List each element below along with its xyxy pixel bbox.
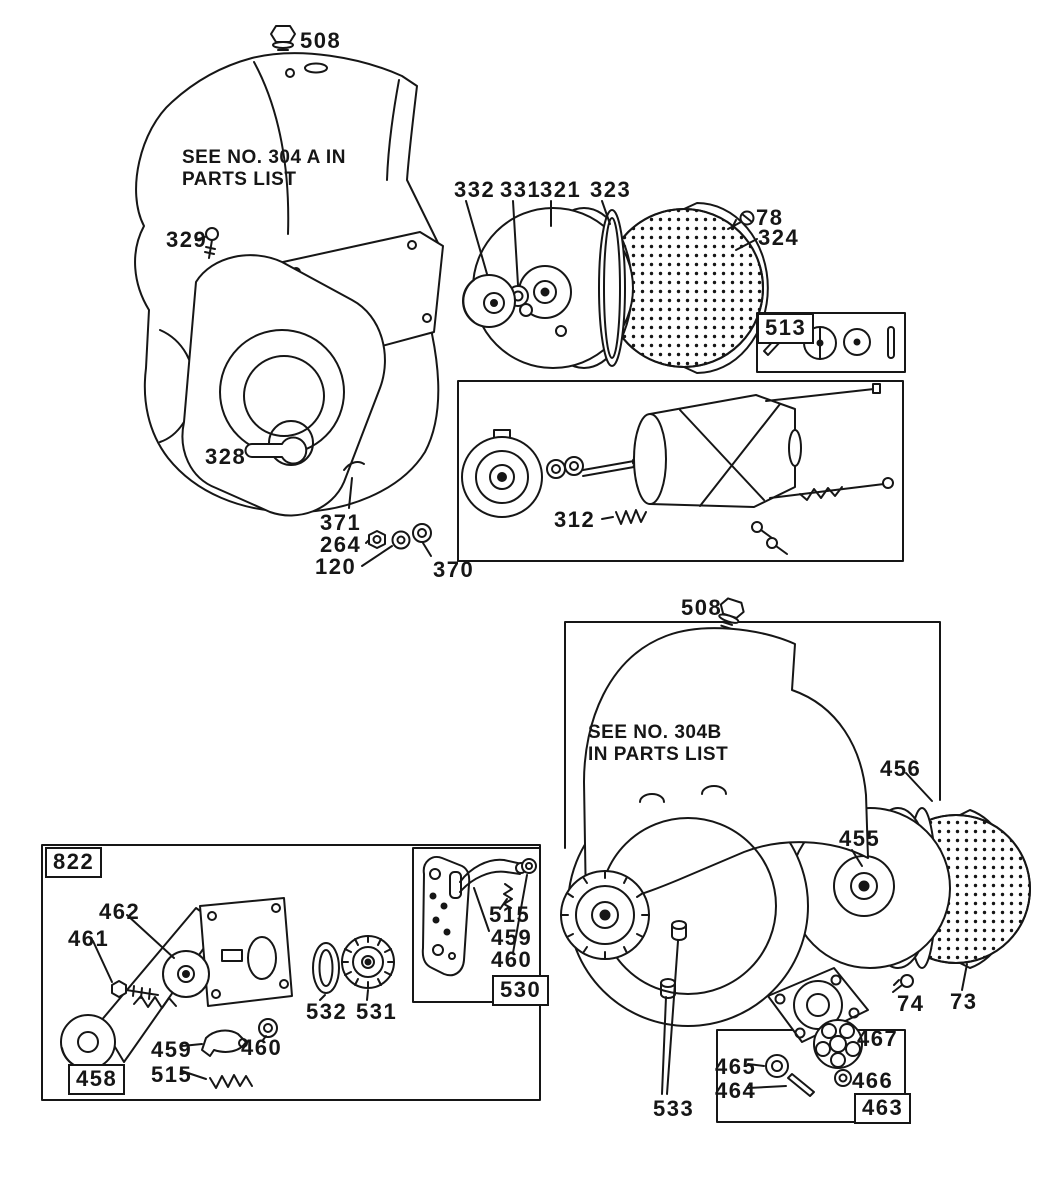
part-label-323: 323	[590, 177, 632, 202]
part-label-264: 264	[320, 532, 362, 557]
part-label-459-plate: 459	[491, 925, 533, 950]
part-label-456: 456	[880, 756, 922, 781]
part-label-467: 467	[857, 1026, 899, 1051]
flywheel-assembly-top	[462, 200, 769, 374]
part-label-371: 371	[320, 510, 362, 535]
part-label-508-bottom: 508	[681, 595, 723, 620]
part-label-515-arm: 515	[151, 1062, 193, 1087]
part-label-73: 73	[950, 989, 978, 1014]
part-label-321: 321	[540, 177, 582, 202]
part-label-329: 329	[166, 227, 208, 252]
note-top-line1: SEE NO. 304 A IN	[182, 147, 346, 168]
box-463	[716, 967, 906, 1123]
group-label-822: 822	[45, 847, 103, 878]
part-label-120: 120	[315, 554, 357, 579]
part-label-464: 464	[715, 1078, 757, 1103]
part-label-312: 312	[554, 507, 596, 532]
part-label-460-plate: 460	[491, 947, 533, 972]
bolt-508-bottom	[718, 597, 745, 630]
group-label-458: 458	[68, 1064, 126, 1095]
group-label-463: 463	[854, 1093, 912, 1124]
part-label-331: 331	[500, 177, 542, 202]
note-bottom-line2: IN PARTS LIST	[588, 744, 729, 765]
group-label-530: 530	[492, 975, 550, 1006]
bolt-508-top	[270, 25, 296, 59]
note-bottom-line1: SEE NO. 304B	[588, 722, 722, 743]
bottom-group-frame	[564, 621, 941, 849]
group-label-513: 513	[757, 313, 815, 344]
part-label-515-plate: 515	[489, 902, 531, 927]
part-label-533: 533	[653, 1096, 695, 1121]
blower-housing-top	[134, 52, 444, 567]
part-label-324: 324	[758, 225, 800, 250]
part-label-532: 532	[306, 999, 348, 1024]
part-label-531: 531	[356, 999, 398, 1024]
part-label-78: 78	[756, 205, 784, 230]
part-label-462: 462	[99, 899, 141, 924]
part-label-466: 466	[852, 1068, 894, 1093]
part-label-74: 74	[897, 991, 925, 1016]
part-label-370: 370	[433, 557, 475, 582]
note-top-line2: PARTS LIST	[182, 169, 297, 190]
bottom-engine	[560, 627, 1031, 1095]
part-label-465: 465	[715, 1054, 757, 1079]
starter-motor-box	[457, 380, 904, 562]
part-label-332: 332	[454, 177, 496, 202]
part-label-459-arm: 459	[151, 1037, 193, 1062]
part-label-455: 455	[839, 826, 881, 851]
part-label-461: 461	[68, 926, 110, 951]
box-822	[41, 844, 541, 1101]
part-label-508-top: 508	[300, 28, 342, 53]
part-label-328: 328	[205, 444, 247, 469]
part-label-460-arm: 460	[241, 1035, 283, 1060]
